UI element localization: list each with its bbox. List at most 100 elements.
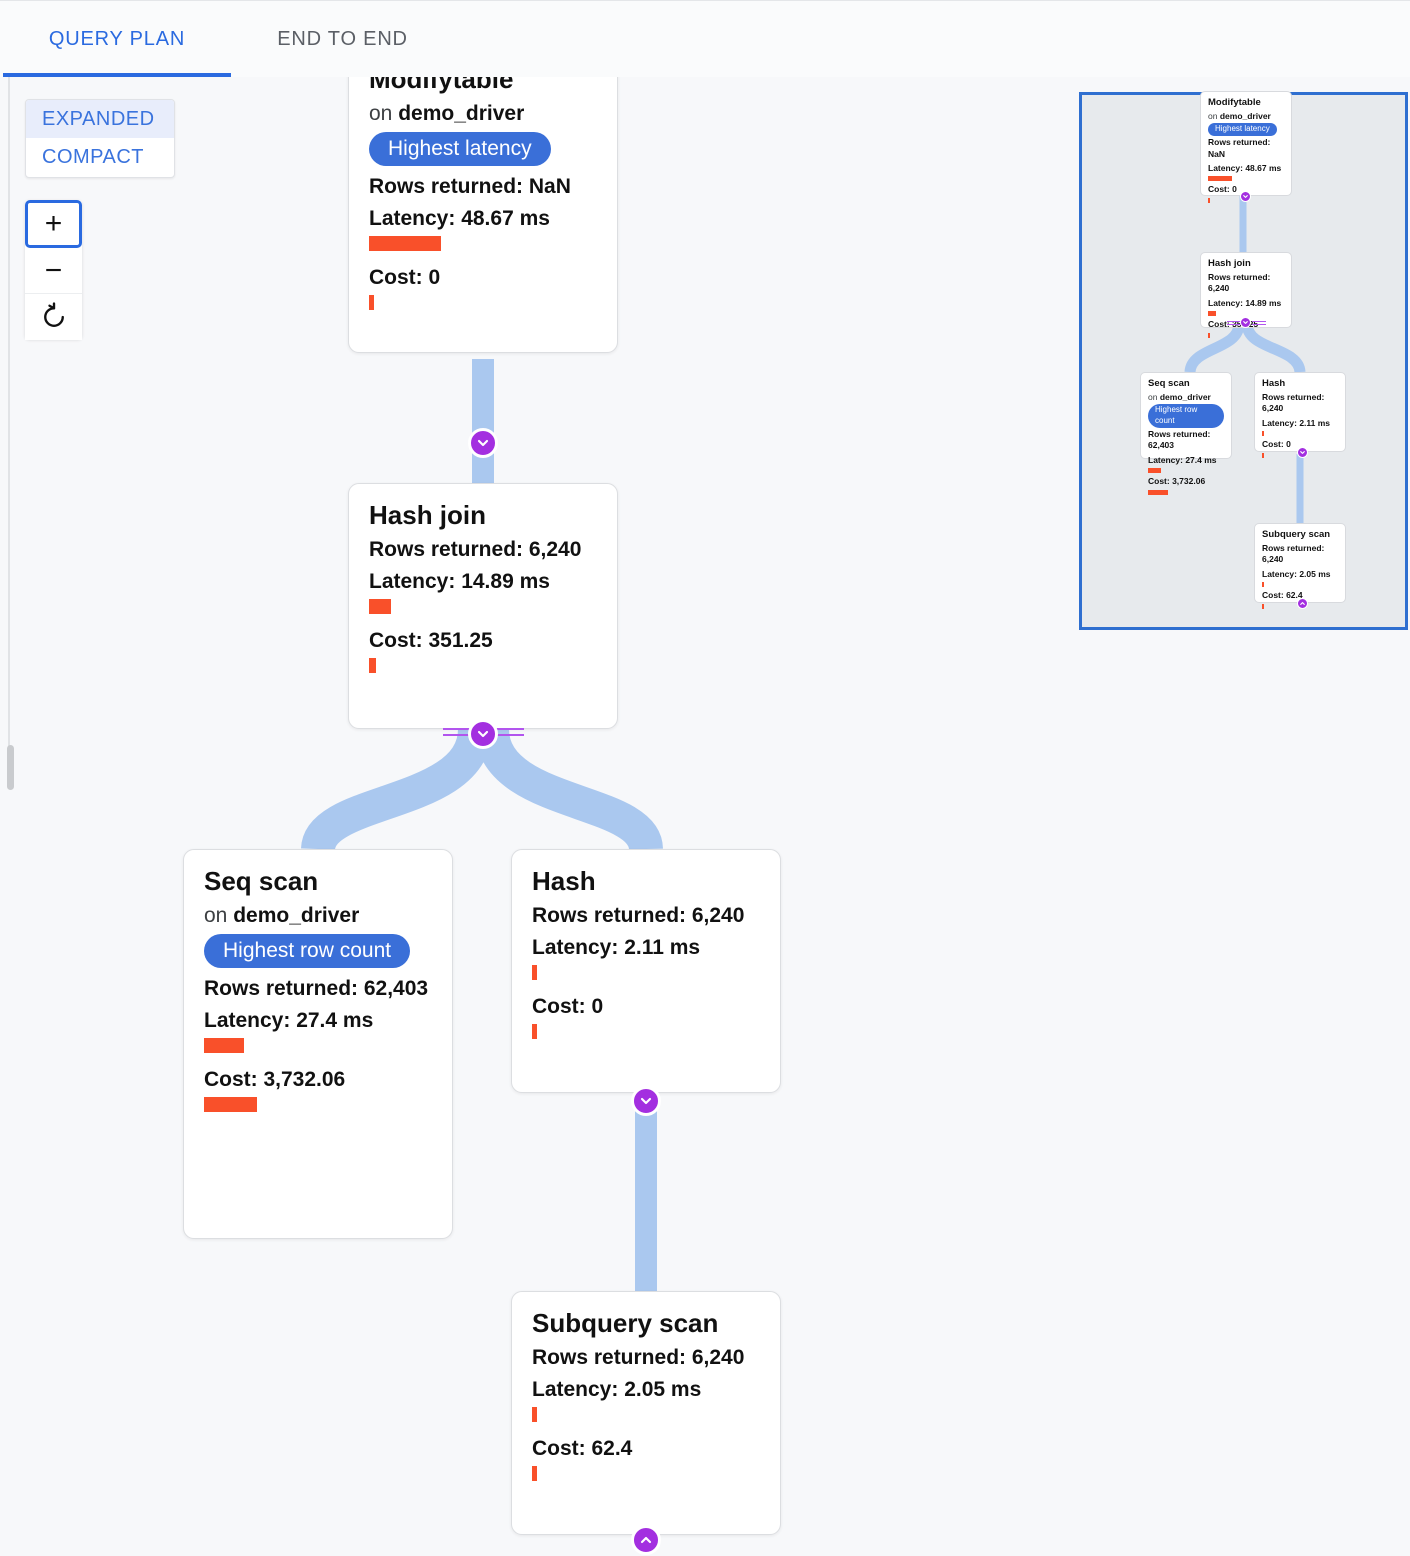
node-latency: Latency: 27.4 ms bbox=[204, 1008, 374, 1032]
minimap-node-hash[interactable]: Hash Rows returned: 6,240 Latency: 2.11 … bbox=[1254, 372, 1346, 458]
node-badge: Highest row count bbox=[204, 933, 411, 968]
node-cost: Cost: 0 bbox=[369, 265, 441, 289]
node-latency: Latency: 48.67 ms bbox=[369, 206, 550, 230]
tab-query-plan[interactable]: QUERY PLAN bbox=[3, 1, 231, 78]
node-rows-returned: Rows returned: 6,240 bbox=[369, 537, 582, 561]
node-cost-bar bbox=[369, 294, 374, 310]
layout-mode-toggle[interactable]: EXPANDED COMPACT bbox=[25, 99, 175, 178]
connector-hash-collapse[interactable] bbox=[631, 1086, 661, 1116]
tab-query-plan-label: QUERY PLAN bbox=[48, 28, 186, 50]
minimap-node-modifytable[interactable]: Modifytable on demo_driver Highest laten… bbox=[1200, 91, 1292, 203]
node-latency: Latency: 2.11 ms bbox=[532, 935, 701, 959]
node-latency-bar bbox=[204, 1037, 244, 1053]
node-latency: Latency: 2.05 ms bbox=[1262, 568, 1331, 579]
minimap-connector-multi-right bbox=[1252, 320, 1266, 326]
chevron-down-icon bbox=[1243, 321, 1248, 324]
node-rows-returned: Rows returned: 6,240 bbox=[1208, 271, 1271, 294]
minimap-connector-modifytable[interactable] bbox=[1240, 191, 1251, 202]
tab-bar: QUERY PLAN END TO END bbox=[0, 0, 1410, 78]
tab-end-to-end-label: END TO END bbox=[277, 28, 408, 50]
node-rows-returned: Rows returned: 62,403 bbox=[1148, 428, 1211, 451]
node-latency: Latency: 2.11 ms bbox=[1262, 417, 1331, 428]
zoom-in-button[interactable]: + bbox=[25, 200, 82, 248]
plan-node-hash[interactable]: Hash Rows returned: 6,240 Latency: 2.11 … bbox=[511, 849, 781, 1093]
chevron-up-icon bbox=[640, 1536, 652, 1544]
chevron-down-icon bbox=[1243, 195, 1248, 198]
node-latency: Latency: 14.89 ms bbox=[369, 569, 550, 593]
node-rows-returned: Rows returned: NaN bbox=[1208, 137, 1271, 159]
node-latency: Latency: 14.89 ms bbox=[1208, 297, 1282, 308]
plan-node-seq-scan[interactable]: Seq scan on demo_driver Highest row coun… bbox=[183, 849, 453, 1239]
chevron-down-icon bbox=[640, 1097, 652, 1105]
tab-active-indicator bbox=[3, 73, 231, 78]
node-title: Subquery scan bbox=[532, 1308, 719, 1338]
node-cost: Cost: 62.4 bbox=[1262, 590, 1303, 601]
connector-modifytable-collapse[interactable] bbox=[468, 428, 498, 458]
zoom-out-button[interactable]: − bbox=[25, 248, 82, 294]
node-cost: Cost: 0 bbox=[532, 994, 604, 1018]
node-title: Hash bbox=[1262, 378, 1286, 389]
node-title: Subquery scan bbox=[1262, 529, 1331, 540]
node-relation-name: demo_driver bbox=[398, 101, 525, 125]
zoom-controls[interactable]: + − bbox=[25, 200, 82, 340]
node-relation: on demo_driver bbox=[204, 904, 432, 928]
tab-end-to-end[interactable]: END TO END bbox=[231, 1, 454, 78]
node-rows-returned: Rows returned: 6,240 bbox=[532, 903, 745, 927]
minimap-node-seq-scan[interactable]: Seq scan on demo_driver Highest row coun… bbox=[1140, 372, 1232, 495]
node-relation-prefix: on bbox=[204, 903, 228, 927]
node-title: Seq scan bbox=[1148, 378, 1190, 389]
node-rows-returned: Rows returned: 6,240 bbox=[1262, 542, 1325, 565]
node-latency-bar bbox=[532, 964, 537, 980]
node-cost: Cost: 3,732.06 bbox=[1148, 476, 1206, 487]
node-relation-name: demo_driver bbox=[1159, 391, 1211, 402]
node-rows-returned: Rows returned: 6,240 bbox=[532, 1345, 745, 1369]
chevron-down-icon bbox=[477, 439, 489, 447]
plan-node-modifytable[interactable]: Modifytable on demo_driver Highest laten… bbox=[348, 77, 618, 353]
minimap-connector-subquery-scan[interactable] bbox=[1297, 598, 1308, 609]
graph-edges bbox=[301, 359, 663, 1291]
layout-mode-expanded-label: EXPANDED bbox=[42, 107, 155, 130]
chevron-down-icon bbox=[477, 730, 489, 738]
node-latency-bar bbox=[369, 598, 391, 614]
canvas-vertical-scrollbar[interactable] bbox=[7, 745, 14, 790]
node-cost-bar bbox=[204, 1096, 257, 1112]
connector-subquery-scan-expand[interactable] bbox=[631, 1525, 661, 1555]
node-latency: Latency: 48.67 ms bbox=[1208, 163, 1282, 174]
node-relation-name: demo_driver bbox=[1219, 110, 1271, 121]
layout-mode-compact[interactable]: COMPACT bbox=[26, 138, 174, 176]
node-cost-bar bbox=[369, 657, 376, 673]
layout-mode-compact-label: COMPACT bbox=[42, 145, 145, 168]
minimap-node-subquery-scan[interactable]: Subquery scan Rows returned: 6,240 Laten… bbox=[1254, 523, 1346, 609]
query-plan-canvas[interactable]: EXPANDED COMPACT + − Modifytabl bbox=[0, 77, 1410, 1556]
minimap-edges bbox=[1184, 196, 1306, 527]
plus-icon: + bbox=[44, 207, 63, 240]
node-latency-bar bbox=[369, 235, 441, 251]
node-relation: on demo_driver bbox=[369, 102, 597, 126]
connector-multi-right-marks bbox=[486, 725, 524, 741]
node-cost: Cost: 0 bbox=[1262, 439, 1291, 450]
node-cost: Cost: 3,732.06 bbox=[204, 1067, 346, 1091]
node-badge: Highest latency bbox=[1208, 123, 1277, 137]
edge-hashjoin-seqscan bbox=[301, 727, 492, 853]
node-latency-bar bbox=[532, 1406, 537, 1422]
node-latency: Latency: 2.05 ms bbox=[532, 1377, 702, 1401]
layout-mode-expanded[interactable]: EXPANDED bbox=[26, 100, 174, 138]
minus-icon: − bbox=[44, 253, 63, 287]
node-title: Hash join bbox=[369, 500, 487, 530]
node-title: Hash join bbox=[1208, 258, 1251, 269]
plan-node-hash-join[interactable]: Hash join Rows returned: 6,240 Latency: … bbox=[348, 483, 618, 729]
node-relation: on demo_driver bbox=[1148, 392, 1224, 403]
node-relation-prefix: on bbox=[1148, 391, 1158, 402]
node-latency-bar bbox=[1148, 468, 1161, 474]
minimap-connector-hash[interactable] bbox=[1297, 447, 1308, 458]
zoom-reset-button[interactable] bbox=[25, 294, 82, 340]
minimap-connector-multi-left bbox=[1227, 320, 1241, 326]
minimap[interactable]: Modifytable on demo_driver Highest laten… bbox=[1079, 91, 1408, 630]
plan-node-subquery-scan[interactable]: Subquery scan Rows returned: 6,240 Laten… bbox=[511, 1291, 781, 1535]
connector-hash-join-collapse[interactable] bbox=[468, 719, 498, 749]
node-cost-bar bbox=[1262, 603, 1264, 609]
minimap-connector-hash-join[interactable] bbox=[1240, 317, 1251, 328]
connector-multi-left-marks bbox=[443, 725, 481, 741]
chevron-down-icon bbox=[1300, 451, 1305, 454]
node-latency-bar bbox=[1208, 311, 1216, 317]
